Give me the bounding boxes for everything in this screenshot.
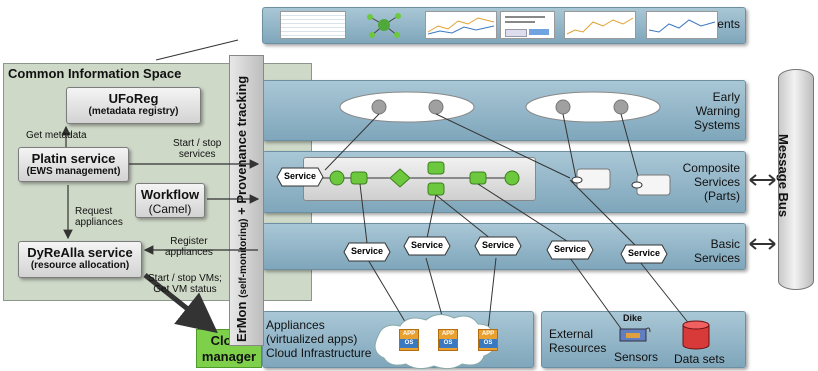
service-label: Service xyxy=(627,248,661,258)
ews-node-4 xyxy=(613,99,629,115)
workflow-title: Workflow xyxy=(140,187,200,202)
ufo-reg-subtitle: (metadata registry) xyxy=(88,106,179,117)
appliances-label: Appliances (virtualized apps) Cloud Infr… xyxy=(266,318,372,360)
client-thumb-graph xyxy=(362,11,406,40)
app-label: APP xyxy=(441,331,455,337)
ews-node-3 xyxy=(555,99,571,115)
os-label: OS xyxy=(479,339,497,348)
app-label: APP xyxy=(402,331,416,337)
platin-service-box: Platin service (EWS management) xyxy=(18,147,129,182)
link-ews2-composite xyxy=(435,113,571,179)
ufo-reg-title: UFoReg xyxy=(108,91,159,106)
platin-subtitle: (EWS management) xyxy=(26,166,121,177)
service-hex-1: Service xyxy=(343,242,391,262)
ews-ellipse-1 xyxy=(339,91,475,123)
ufo-reg-box: UFoReg (metadata registry) xyxy=(66,87,201,124)
app-os-icon-2: APP OS xyxy=(438,329,458,351)
service-hex-2: Service xyxy=(403,236,451,256)
link-ews4-composite xyxy=(620,113,641,184)
workflow-subtitle: (Camel) xyxy=(148,202,192,216)
app-os-icon-1: APP OS xyxy=(399,329,419,351)
client-thumb-table xyxy=(280,11,346,39)
client-thumb-chart-1 xyxy=(425,11,497,39)
service-hex-composite: Service xyxy=(276,167,324,187)
service-hex-5: Service xyxy=(620,244,668,264)
datasets-icon xyxy=(681,320,711,350)
client-thumb-chart-3 xyxy=(646,11,718,39)
sensors-label: Sensors xyxy=(614,350,659,364)
dyrealla-title: DyReAlla service xyxy=(27,245,133,260)
start-stop-vms-label: Start / stop VMs; Get VM status xyxy=(148,273,222,295)
datasets-label: Data sets xyxy=(674,352,725,366)
ews-node-1 xyxy=(371,99,387,115)
service-label: Service xyxy=(283,171,317,181)
service-hex-3: Service xyxy=(474,236,522,256)
link-ews1-service xyxy=(324,113,380,171)
basic-services-label: Basic Services xyxy=(693,237,740,265)
os-label: OS xyxy=(400,339,418,348)
workflow-chain xyxy=(321,161,520,196)
dike-label: Dike xyxy=(623,313,643,323)
ews-node-2 xyxy=(428,99,444,115)
external-resources-label: External Resources xyxy=(549,327,607,355)
os-label: OS xyxy=(439,339,457,348)
ews-ellipse-2 xyxy=(525,91,661,123)
client-thumb-chart-2 xyxy=(564,11,636,39)
register-appliances-label: Register appliances xyxy=(165,236,213,258)
service-label: Service xyxy=(481,240,515,250)
dike-sensor-icon xyxy=(618,323,652,343)
get-metadata-label: Get metadata xyxy=(26,130,87,141)
app-label: APP xyxy=(481,331,495,337)
service-label: Service xyxy=(350,246,384,256)
graph-icon xyxy=(367,13,401,38)
link-ews3-composite xyxy=(562,113,577,179)
cis-title: Common Information Space xyxy=(8,66,182,81)
cis-link-line xyxy=(155,39,239,61)
dyrealla-service-box: DyReAlla service (resource allocation) xyxy=(18,241,142,278)
service-label: Service xyxy=(410,240,444,250)
bus-arrow-basic xyxy=(749,238,776,250)
app-os-icon-3: APP OS xyxy=(478,329,498,351)
start-stop-services-label: Start / stop services xyxy=(173,138,222,160)
workflow-box: Workflow (Camel) xyxy=(135,183,205,218)
message-bus xyxy=(778,69,814,290)
cloud-shape xyxy=(374,314,496,370)
client-thumb-dialog xyxy=(500,11,555,39)
platin-title: Platin service xyxy=(31,151,116,166)
composite-services-label: Composite Services (Parts) xyxy=(682,161,740,203)
request-appliances-label: Request appliances xyxy=(75,206,123,228)
early-warning-label: Early Warning Systems xyxy=(693,90,740,132)
bus-arrow-composite xyxy=(749,174,776,186)
service-hex-4: Service xyxy=(546,240,594,260)
service-label: Service xyxy=(553,244,587,254)
arrow-start-stop-vms xyxy=(143,273,218,334)
dyrealla-subtitle: (resource allocation) xyxy=(30,260,130,271)
